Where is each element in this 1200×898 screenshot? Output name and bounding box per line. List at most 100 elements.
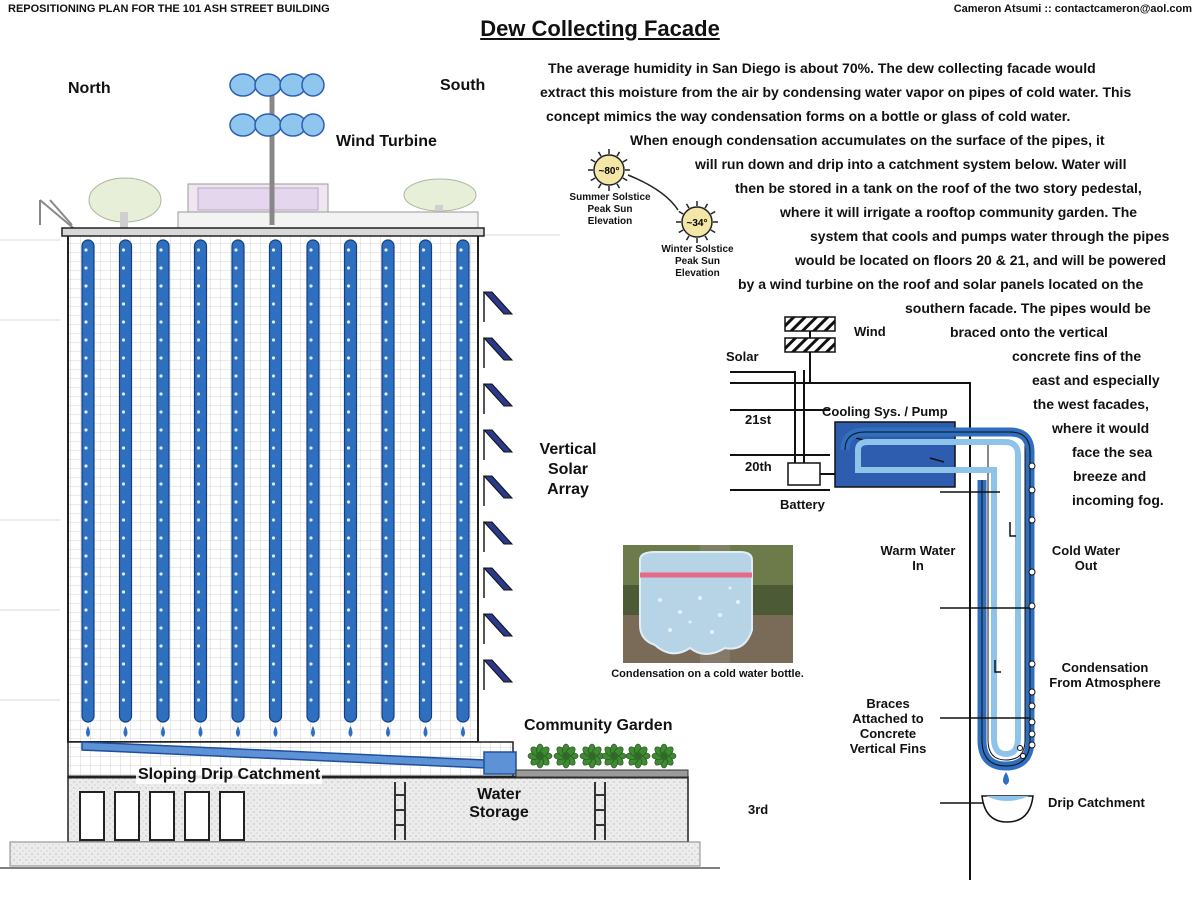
schematic-floor-20: 20th: [745, 459, 772, 474]
summer-solstice-caption: Summer Solstice Peak Sun Elevation: [569, 192, 651, 227]
paragraph-line: southern facade. The pipes would be: [905, 300, 1151, 316]
condensation-bead: [1028, 568, 1036, 576]
paragraph-line: extract this moisture from the air by co…: [540, 84, 1132, 100]
drip-drop: [236, 726, 240, 737]
solar-panel: [482, 521, 514, 545]
facade-pipe: [231, 239, 245, 723]
solar-panel: [482, 429, 514, 453]
solar-panel: [482, 475, 514, 499]
facade-pipe: [81, 239, 95, 723]
winter-sun-angle: ~34°: [687, 218, 708, 229]
garden-plant: [651, 743, 677, 769]
paragraph-line: When enough condensation accumulates on …: [630, 132, 1105, 148]
description-paragraph: The average humidity in San Diego is abo…: [540, 56, 1170, 512]
photo-caption: Condensation on a cold water bottle.: [611, 668, 804, 680]
drip-drop: [423, 726, 428, 737]
condensation-bead: [1028, 516, 1036, 524]
paragraph-line: The average humidity in San Diego is abo…: [548, 60, 1096, 76]
label-south: South: [440, 77, 486, 94]
ground-foundation: [9, 841, 701, 867]
header-project-title: REPOSITIONING PLAN FOR THE 101 ASH STREE…: [8, 3, 330, 15]
drip-drop: [1003, 772, 1009, 785]
condensation-bead: [1028, 462, 1036, 470]
paragraph-line: concept mimics the way condensation form…: [546, 108, 1071, 124]
community-garden-plants: [527, 743, 677, 769]
drip-drop: [123, 726, 128, 737]
garden-plant: [625, 743, 651, 769]
paragraph-line: braced onto the vertical: [950, 324, 1108, 340]
paragraph-line: concrete fins of the: [1012, 348, 1142, 364]
drip-drop: [461, 726, 465, 737]
schematic-cooling-label: Cooling Sys. / Pump: [822, 404, 948, 419]
facade-pipe: [418, 239, 433, 723]
garden-plant: [527, 743, 553, 769]
winter-solstice-caption: Winter Solstice Peak Sun Elevation: [661, 244, 734, 279]
condensation-bead: [1028, 702, 1036, 710]
label-vertical-solar-array: Vertical Solar Array: [539, 441, 597, 498]
schematic-drip-catchment-label: Drip Catchment: [1048, 795, 1145, 810]
condensation-bead: [1028, 486, 1036, 494]
vertical-solar-panels: [482, 291, 514, 690]
solar-panel: [482, 383, 514, 407]
tower-roof-cap: [61, 227, 485, 237]
paragraph-line: where it will irrigate a rooftop communi…: [780, 204, 1138, 220]
drip-catchment-bowl: [981, 795, 1034, 823]
podium-doors: [79, 791, 245, 841]
condensation-bead: [1028, 730, 1036, 738]
summer-sun-icon: [593, 154, 625, 186]
label-sloping-drip-catchment: Sloping Drip Catchment: [136, 766, 323, 784]
water-storage-inlet: [483, 751, 517, 775]
paragraph-line: east and especially: [1032, 372, 1160, 388]
condensation-bead: [1028, 602, 1036, 610]
cooling-system-schematic: [730, 316, 1036, 880]
label-community-garden: Community Garden: [524, 717, 673, 734]
paragraph-line: system that cools and pumps water throug…: [810, 228, 1170, 244]
summer-sun-angle: ~80°: [599, 166, 620, 177]
facade-pipe: [456, 239, 470, 723]
condensation-bead: [1028, 741, 1036, 749]
header-author-contact: Cameron Atsumi :: contactcameron@aol.com: [953, 3, 1192, 15]
paragraph-line: the west facades,: [1033, 396, 1149, 412]
facade-pipe: [118, 239, 133, 723]
podium-ladders: [394, 782, 606, 840]
schematic-wind-label: Wind: [854, 324, 886, 339]
paragraph-line: incoming fog.: [1072, 492, 1164, 508]
paragraph-line: face the sea: [1072, 444, 1153, 460]
wind-turbine: [229, 73, 325, 225]
schematic-braces-label: Braces Attached to Concrete Vertical Fin…: [849, 696, 927, 756]
paragraph-line: will run down and drip into a catchment …: [695, 156, 1127, 172]
drip-drop: [386, 726, 390, 737]
facade-pipe: [268, 239, 283, 723]
paragraph-line: then be stored in a tank on the roof of …: [735, 180, 1142, 196]
winter-sun-icon: [681, 206, 713, 238]
label-floor-3rd: 3rd: [748, 802, 769, 817]
solar-panel: [482, 659, 514, 683]
facade-pipe: [156, 239, 170, 723]
facade-pipe: [193, 239, 208, 723]
facade-pipes: [81, 239, 470, 737]
label-water-storage: Water Storage: [469, 786, 529, 821]
condensation-bead: [1028, 660, 1036, 668]
paragraph-line: would be located on floors 20 & 21, and …: [795, 252, 1167, 268]
solar-panel: [482, 291, 514, 315]
background-sketch-lines: [0, 234, 560, 701]
garden-planter: [515, 769, 689, 778]
solar-panel: [482, 613, 514, 637]
solar-panel: [482, 337, 514, 361]
paragraph-line: by a wind turbine on the roof and solar …: [738, 276, 1144, 292]
facade-pipe: [306, 239, 320, 723]
schematic-floor-21: 21st: [745, 412, 772, 427]
garden-plant: [579, 743, 605, 769]
drip-drop: [348, 726, 353, 737]
condensation-bead: [1028, 718, 1036, 726]
sun-elevation-graphic: ~80° ~34°: [588, 149, 718, 243]
facade-pipe: [343, 239, 358, 723]
condensation-bottle-photo: [623, 545, 793, 663]
garden-plant: [601, 743, 627, 769]
drip-drop: [161, 726, 165, 737]
drip-drop: [273, 726, 278, 737]
solar-panel: [482, 567, 514, 591]
page-title: Dew Collecting Facade: [480, 16, 720, 41]
schematic-warm-water-label: Warm Water In: [880, 543, 956, 573]
